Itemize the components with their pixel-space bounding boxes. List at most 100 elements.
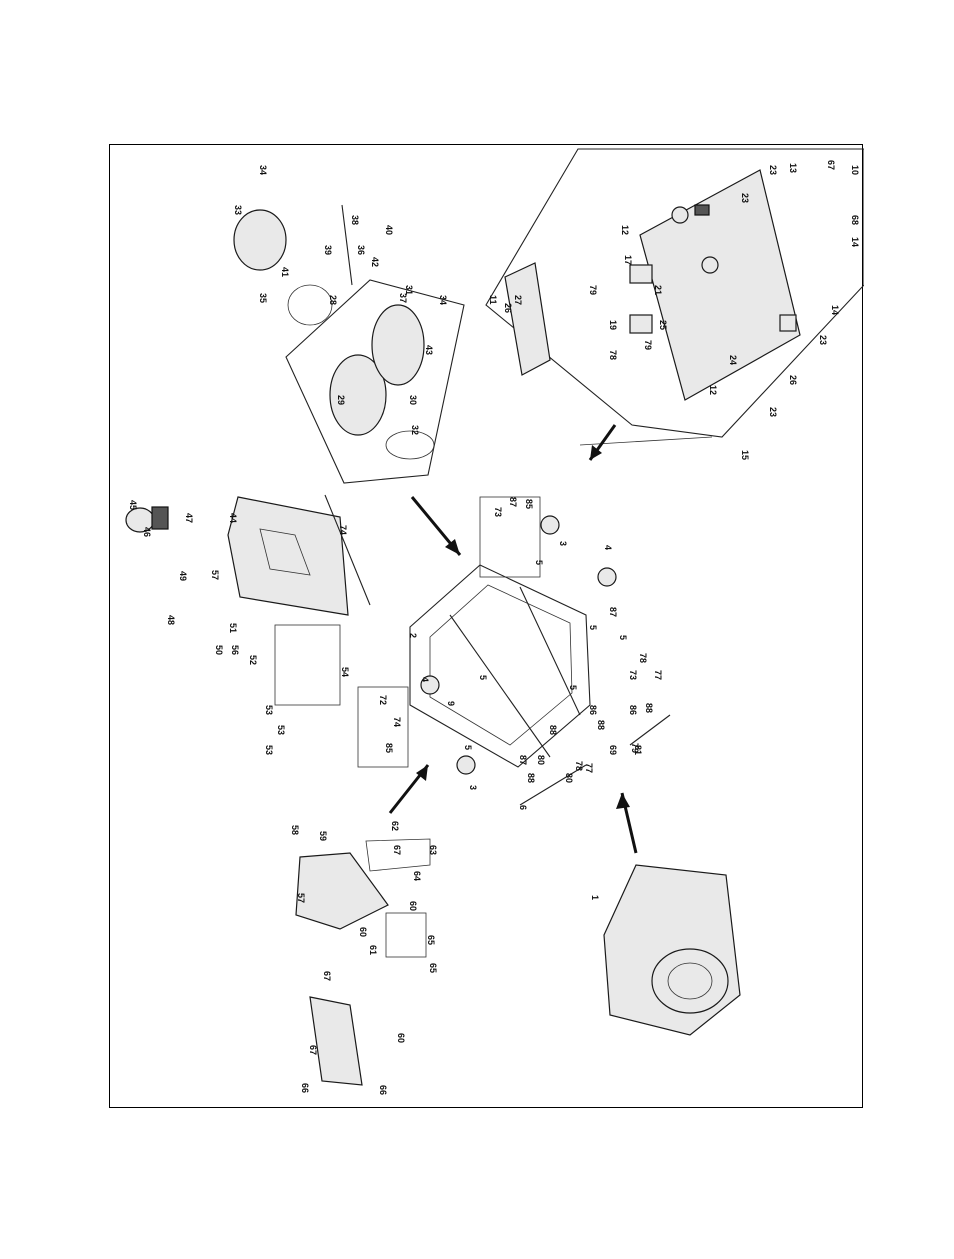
part-label: 53 (276, 725, 286, 735)
part-label: 23 (740, 193, 750, 203)
fuel-tank-group (125, 494, 371, 706)
part-label: 3 (468, 785, 478, 790)
frame-rail (449, 614, 551, 758)
panel-box (504, 262, 551, 376)
part-label: 65 (428, 963, 438, 973)
part-label: 34 (258, 165, 268, 175)
part-label: 63 (428, 845, 438, 855)
mount-3b (456, 755, 476, 775)
part-label: 4 (420, 677, 430, 682)
part-label: 88 (596, 720, 606, 730)
part-label: 41 (280, 267, 290, 277)
long-bolt (341, 204, 353, 286)
part-label: 73 (493, 507, 503, 517)
fuel-hose (324, 494, 371, 606)
part-label: 86 (628, 705, 638, 715)
part-label: 67 (308, 1045, 318, 1055)
control-panel-outline (485, 148, 864, 438)
recoil-starter (651, 948, 729, 1014)
part-label: 40 (384, 225, 394, 235)
arrow-tank-head (445, 539, 460, 555)
part-label: 78 (574, 761, 584, 771)
part-label: 23 (768, 165, 778, 175)
part-label: 4 (603, 545, 613, 550)
part-label: 49 (178, 571, 188, 581)
part-label: 21 (653, 285, 663, 295)
part-label: 53 (264, 705, 274, 715)
part-label: 65 (426, 935, 436, 945)
part-label: 2 (408, 633, 418, 638)
panel-switch (779, 314, 797, 332)
end-cover (287, 284, 333, 326)
part-label: 38 (350, 215, 360, 225)
part-label: 79 (643, 340, 653, 350)
panel-module-2 (629, 314, 653, 334)
arrow-muffler-head (416, 765, 428, 781)
part-label: 13 (788, 163, 798, 173)
part-label: 30 (408, 395, 418, 405)
part-label: 17 (623, 255, 633, 265)
mount-box-top (479, 496, 541, 578)
part-label: 88 (644, 703, 654, 713)
part-label: 12 (620, 225, 630, 235)
part-label: 77 (584, 763, 594, 773)
part-label: 26 (503, 303, 513, 313)
part-label: 58 (290, 825, 300, 835)
part-label: 5 (568, 685, 578, 690)
part-label: 28 (328, 295, 338, 305)
panel-socket (694, 204, 710, 216)
part-label: 72 (378, 695, 388, 705)
part-label: 62 (390, 821, 400, 831)
part-label: 57 (296, 893, 306, 903)
mount-3 (540, 515, 560, 535)
heat-shield (309, 996, 363, 1086)
part-label: 60 (396, 1033, 406, 1043)
fuel-cock-box (274, 624, 341, 706)
part-label: 11 (488, 295, 498, 305)
part-label: 67 (392, 845, 402, 855)
mount-4 (597, 567, 617, 587)
ring (385, 430, 435, 460)
frame-group (357, 496, 671, 806)
diagram-frame: 23 13 67 10 68 14 23 12 17 79 21 11 26 2… (109, 144, 864, 1108)
part-label: 27 (513, 295, 523, 305)
mount-box-left (357, 686, 409, 768)
part-label: 50 (214, 645, 224, 655)
arrow-engine-head (616, 793, 630, 809)
part-label: 51 (228, 623, 238, 633)
part-label: 26 (788, 375, 798, 385)
part-label: 81 (633, 745, 643, 755)
part-label: 10 (850, 165, 860, 175)
muffler-group (295, 838, 431, 1086)
part-label: 78 (638, 653, 648, 663)
fuel-tank (227, 496, 349, 616)
part-labels: 23 13 67 10 68 14 23 12 17 79 21 11 26 2… (128, 160, 860, 1095)
panel-knob-2 (701, 256, 719, 274)
part-label: 59 (318, 831, 328, 841)
part-label: 31 (404, 285, 414, 295)
part-label: 79 (630, 743, 640, 753)
part-label: 68 (850, 215, 860, 225)
frame-outline (409, 564, 591, 768)
part-label: 24 (728, 355, 738, 365)
frame-inner (429, 584, 573, 746)
engine-group (603, 864, 741, 1036)
part-label: 1 (590, 895, 600, 900)
part-label: 6 (518, 805, 528, 810)
handle-right (629, 714, 671, 746)
part-label: 73 (628, 670, 638, 680)
part-label: 56 (230, 645, 240, 655)
part-label: 25 (658, 320, 668, 330)
part-label: 29 (336, 395, 346, 405)
part-label: 36 (356, 245, 366, 255)
control-panel-group (485, 148, 864, 446)
part-label: 88 (548, 725, 558, 735)
exhaust-pipe (385, 912, 427, 958)
panel-knob (671, 206, 689, 224)
part-label: 66 (300, 1083, 310, 1093)
part-label: 60 (358, 927, 368, 937)
part-label: 69 (608, 745, 618, 755)
part-label: 44 (228, 513, 238, 523)
part-label: 85 (384, 743, 394, 753)
part-label: 5 (478, 675, 488, 680)
